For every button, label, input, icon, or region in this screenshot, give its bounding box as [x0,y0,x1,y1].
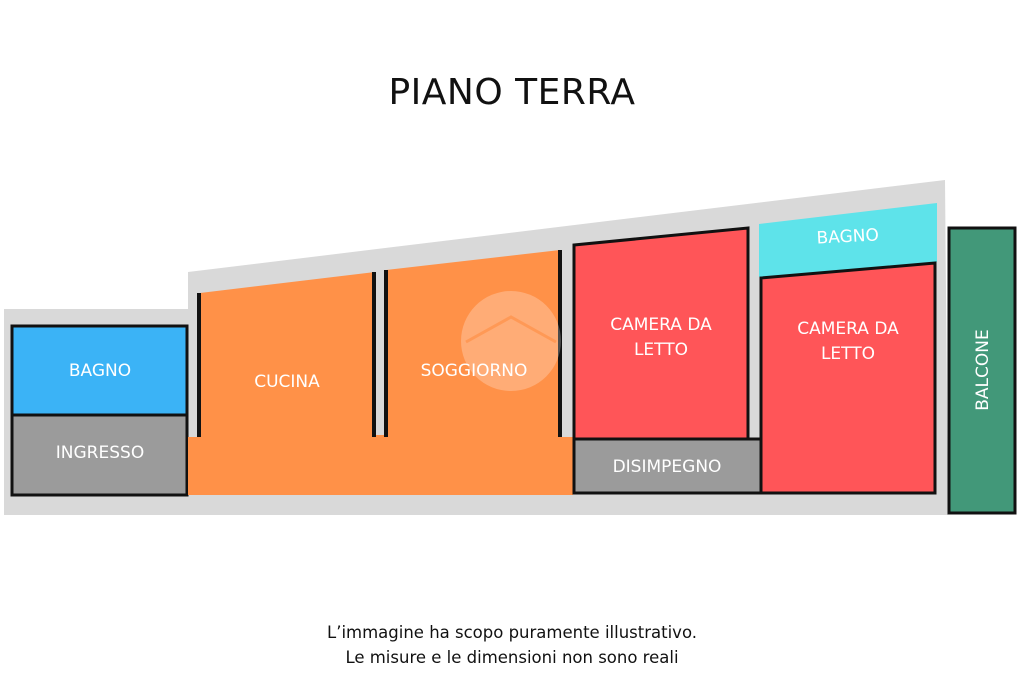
label-camera-2-line2: LETTO [821,344,875,364]
label-ingresso: INGRESSO [56,443,144,463]
room-camera-2[interactable] [759,261,937,495]
room-bagno-left[interactable] [10,324,189,417]
wall-stub-soggiorno [558,250,562,437]
room-ingresso[interactable] [10,413,189,497]
watermark-roof [465,315,557,344]
room-living-area[interactable] [188,250,573,495]
label-soggiorno: SOGGIORNO [421,361,528,381]
label-bagno-right: BAGNO [816,225,879,248]
watermark-circle [461,291,561,391]
room-disimpegno[interactable] [572,437,763,495]
label-balcone: BALCONE [973,329,993,410]
disclaimer-line-2: Le misure e le dimensioni non sono reali [345,648,679,667]
label-camera-1-line2: LETTO [634,340,688,360]
room-balcone[interactable] [947,226,1017,515]
label-camera-2-line1: CAMERA DA [797,319,899,339]
label-cucina: CUCINA [254,372,320,392]
wall-stub-left [197,293,201,437]
label-camera-1-line1: CAMERA DA [610,315,712,335]
label-disimpegno: DISIMPEGNO [613,457,722,477]
room-bagno-right[interactable] [759,203,937,277]
page-title: PIANO TERRA [388,72,636,113]
label-bagno-left: BAGNO [69,361,131,381]
disclaimer: L’immagine ha scopo puramente illustrati… [0,620,1024,670]
disclaimer-line-1: L’immagine ha scopo puramente illustrati… [327,623,697,642]
wall-stub-cucina-b [384,270,388,437]
wall-stub-cucina-a [372,272,376,437]
